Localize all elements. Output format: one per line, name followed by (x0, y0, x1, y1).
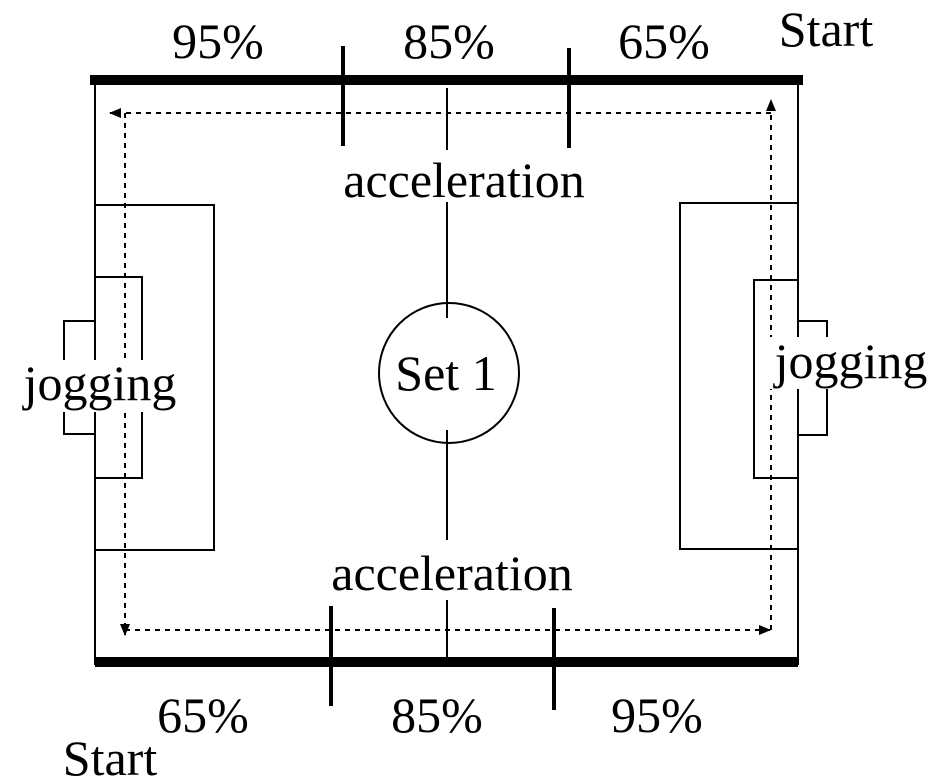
center-markings (378, 88, 520, 658)
left-penalty-box (95, 204, 215, 551)
right-jogging-backdrop (762, 337, 940, 389)
top-acceleration-backdrop (318, 150, 610, 202)
right-penalty-box (679, 202, 798, 550)
top-zone-middle-label: 85% (403, 13, 495, 69)
left-jogging-label: jogging (22, 355, 177, 411)
bottom-zone-left-label: 65% (157, 687, 249, 743)
top-acceleration-label: acceleration (343, 152, 584, 208)
left-jogging-backdrop (8, 360, 194, 412)
right-goal-box (753, 279, 798, 479)
bottom-zone-middle-label: 85% (391, 687, 483, 743)
field-outline (90, 75, 803, 667)
top-start-label: Start (779, 1, 874, 57)
top-zone-right-label: 65% (618, 13, 710, 69)
center-circle (378, 302, 520, 444)
bottom-start-label: Start (63, 730, 158, 783)
zone-dividers (329, 46, 571, 710)
bottom-zone-right-label: 95% (611, 687, 703, 743)
bottom-acceleration-backdrop (308, 545, 600, 600)
right-jogging-label: jogging (773, 333, 928, 389)
center-circle-label: Set 1 (395, 345, 496, 401)
bottom-acceleration-label: acceleration (331, 545, 572, 601)
top-zone-left-label: 95% (172, 13, 264, 69)
